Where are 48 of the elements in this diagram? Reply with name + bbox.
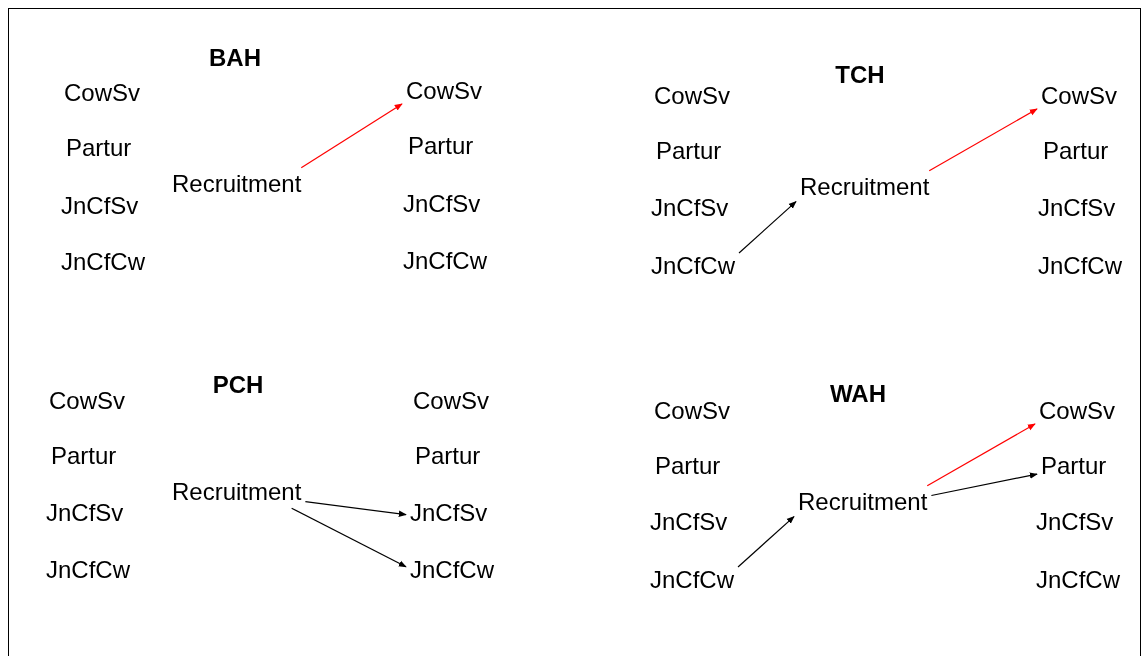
term-label: JnCfSv	[1032, 505, 1118, 539]
term-label: JnCfCw	[647, 249, 739, 283]
term-label: JnCfSv	[399, 187, 485, 221]
term-label: JnCfCw	[57, 245, 149, 279]
panel-title: TCH	[835, 61, 885, 89]
panel-title: BAH	[209, 44, 261, 72]
term-label: JnCfCw	[1034, 249, 1126, 283]
arrow	[928, 108, 1038, 172]
term-label: CowSv	[402, 74, 487, 108]
term-label: Partur	[404, 129, 478, 163]
arrow	[930, 472, 1038, 497]
term-label: Recruitment	[794, 485, 932, 519]
term-label: Partur	[47, 439, 121, 473]
panel-title: PCH	[212, 371, 264, 399]
term-label: JnCfCw	[399, 244, 491, 278]
arrow	[926, 423, 1036, 487]
term-label: CowSv	[1035, 394, 1120, 428]
term-label: CowSv	[60, 76, 145, 110]
term-label: Recruitment	[796, 170, 934, 204]
term-label: CowSv	[45, 384, 130, 418]
term-label: JnCfSv	[57, 189, 143, 223]
term-label: Partur	[652, 134, 726, 168]
term-label: JnCfCw	[1032, 563, 1124, 597]
term-label: Partur	[651, 449, 725, 483]
term-label: CowSv	[409, 384, 494, 418]
arrow	[738, 201, 797, 254]
arrow	[300, 103, 403, 169]
term-label: JnCfSv	[647, 191, 733, 225]
term-label: Recruitment	[168, 475, 306, 509]
term-label: Partur	[62, 131, 136, 165]
arrow	[291, 507, 407, 568]
term-label: JnCfCw	[42, 553, 134, 587]
term-label: JnCfSv	[646, 505, 732, 539]
term-label: Recruitment	[168, 167, 306, 201]
term-label: JnCfSv	[1034, 191, 1120, 225]
term-label: JnCfSv	[42, 496, 128, 530]
arrow	[737, 516, 795, 568]
term-label: JnCfCw	[406, 553, 498, 587]
term-label: CowSv	[650, 394, 735, 428]
term-label: CowSv	[1037, 79, 1122, 113]
term-label: Partur	[1039, 134, 1113, 168]
term-label: JnCfSv	[406, 496, 492, 530]
term-label: Partur	[1037, 449, 1111, 483]
term-label: CowSv	[650, 79, 735, 113]
term-label: JnCfCw	[646, 563, 738, 597]
arrow	[304, 501, 407, 517]
term-label: Partur	[411, 439, 485, 473]
panel-title: WAH	[830, 380, 886, 408]
